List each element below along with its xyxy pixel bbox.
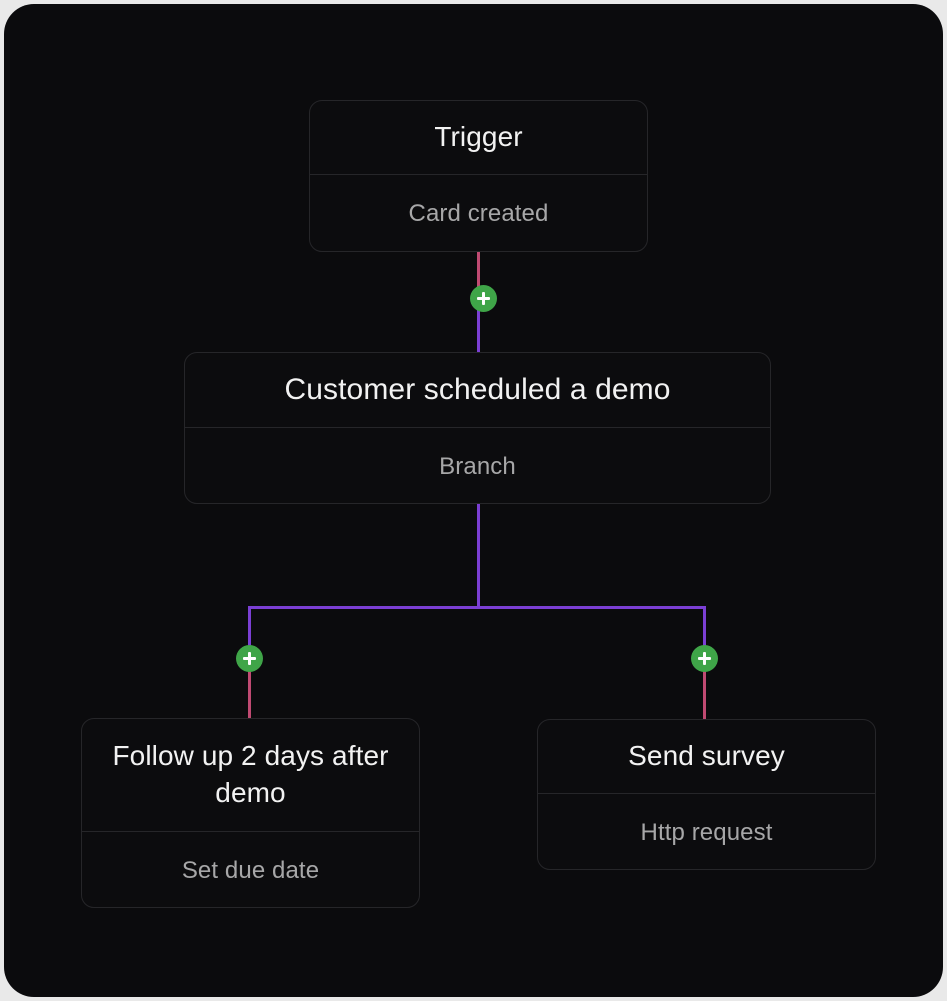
flow-node-survey[interactable]: Send survey Http request — [537, 719, 876, 870]
edge-split-right-down — [703, 606, 706, 660]
flow-node-divider — [185, 427, 770, 428]
edge-split-left-down — [248, 606, 251, 660]
flow-node-subtitle: Card created — [408, 200, 549, 227]
automation-flow-canvas[interactable]: Trigger Card created Customer scheduled … — [4, 4, 943, 997]
flow-node-title: Customer scheduled a demo — [284, 373, 671, 407]
flow-node-followup[interactable]: Follow up 2 days after demo Set due date — [81, 718, 420, 908]
flow-node-title: Trigger — [434, 121, 523, 153]
add-step-button-branch-right[interactable] — [691, 645, 718, 672]
flow-node-divider — [310, 174, 647, 175]
plus-icon-vertical-bar — [703, 652, 706, 665]
add-step-button-after-trigger[interactable] — [470, 285, 497, 312]
plus-icon-vertical-bar — [248, 652, 251, 665]
plus-icon-vertical-bar — [482, 292, 485, 305]
edge-right-add-to-survey — [703, 671, 706, 719]
edge-branch-split-bar — [248, 606, 706, 609]
add-step-button-branch-left[interactable] — [236, 645, 263, 672]
edge-left-add-to-followup — [248, 671, 251, 719]
flow-node-divider — [82, 831, 419, 832]
flow-node-title: Follow up 2 days after demo — [112, 740, 389, 808]
flow-node-branch[interactable]: Customer scheduled a demo Branch — [184, 352, 771, 504]
flow-node-subtitle: Set due date — [181, 856, 320, 884]
edge-branch-trunk — [477, 504, 480, 609]
edge-trigger-to-add — [477, 252, 480, 299]
flow-node-subtitle: Http request — [640, 818, 773, 846]
flow-node-trigger[interactable]: Trigger Card created — [309, 100, 648, 252]
flow-node-title: Send survey — [628, 740, 785, 772]
edge-add-to-branch — [477, 298, 480, 354]
flow-node-subtitle: Branch — [439, 452, 516, 480]
flow-node-divider — [538, 793, 875, 794]
